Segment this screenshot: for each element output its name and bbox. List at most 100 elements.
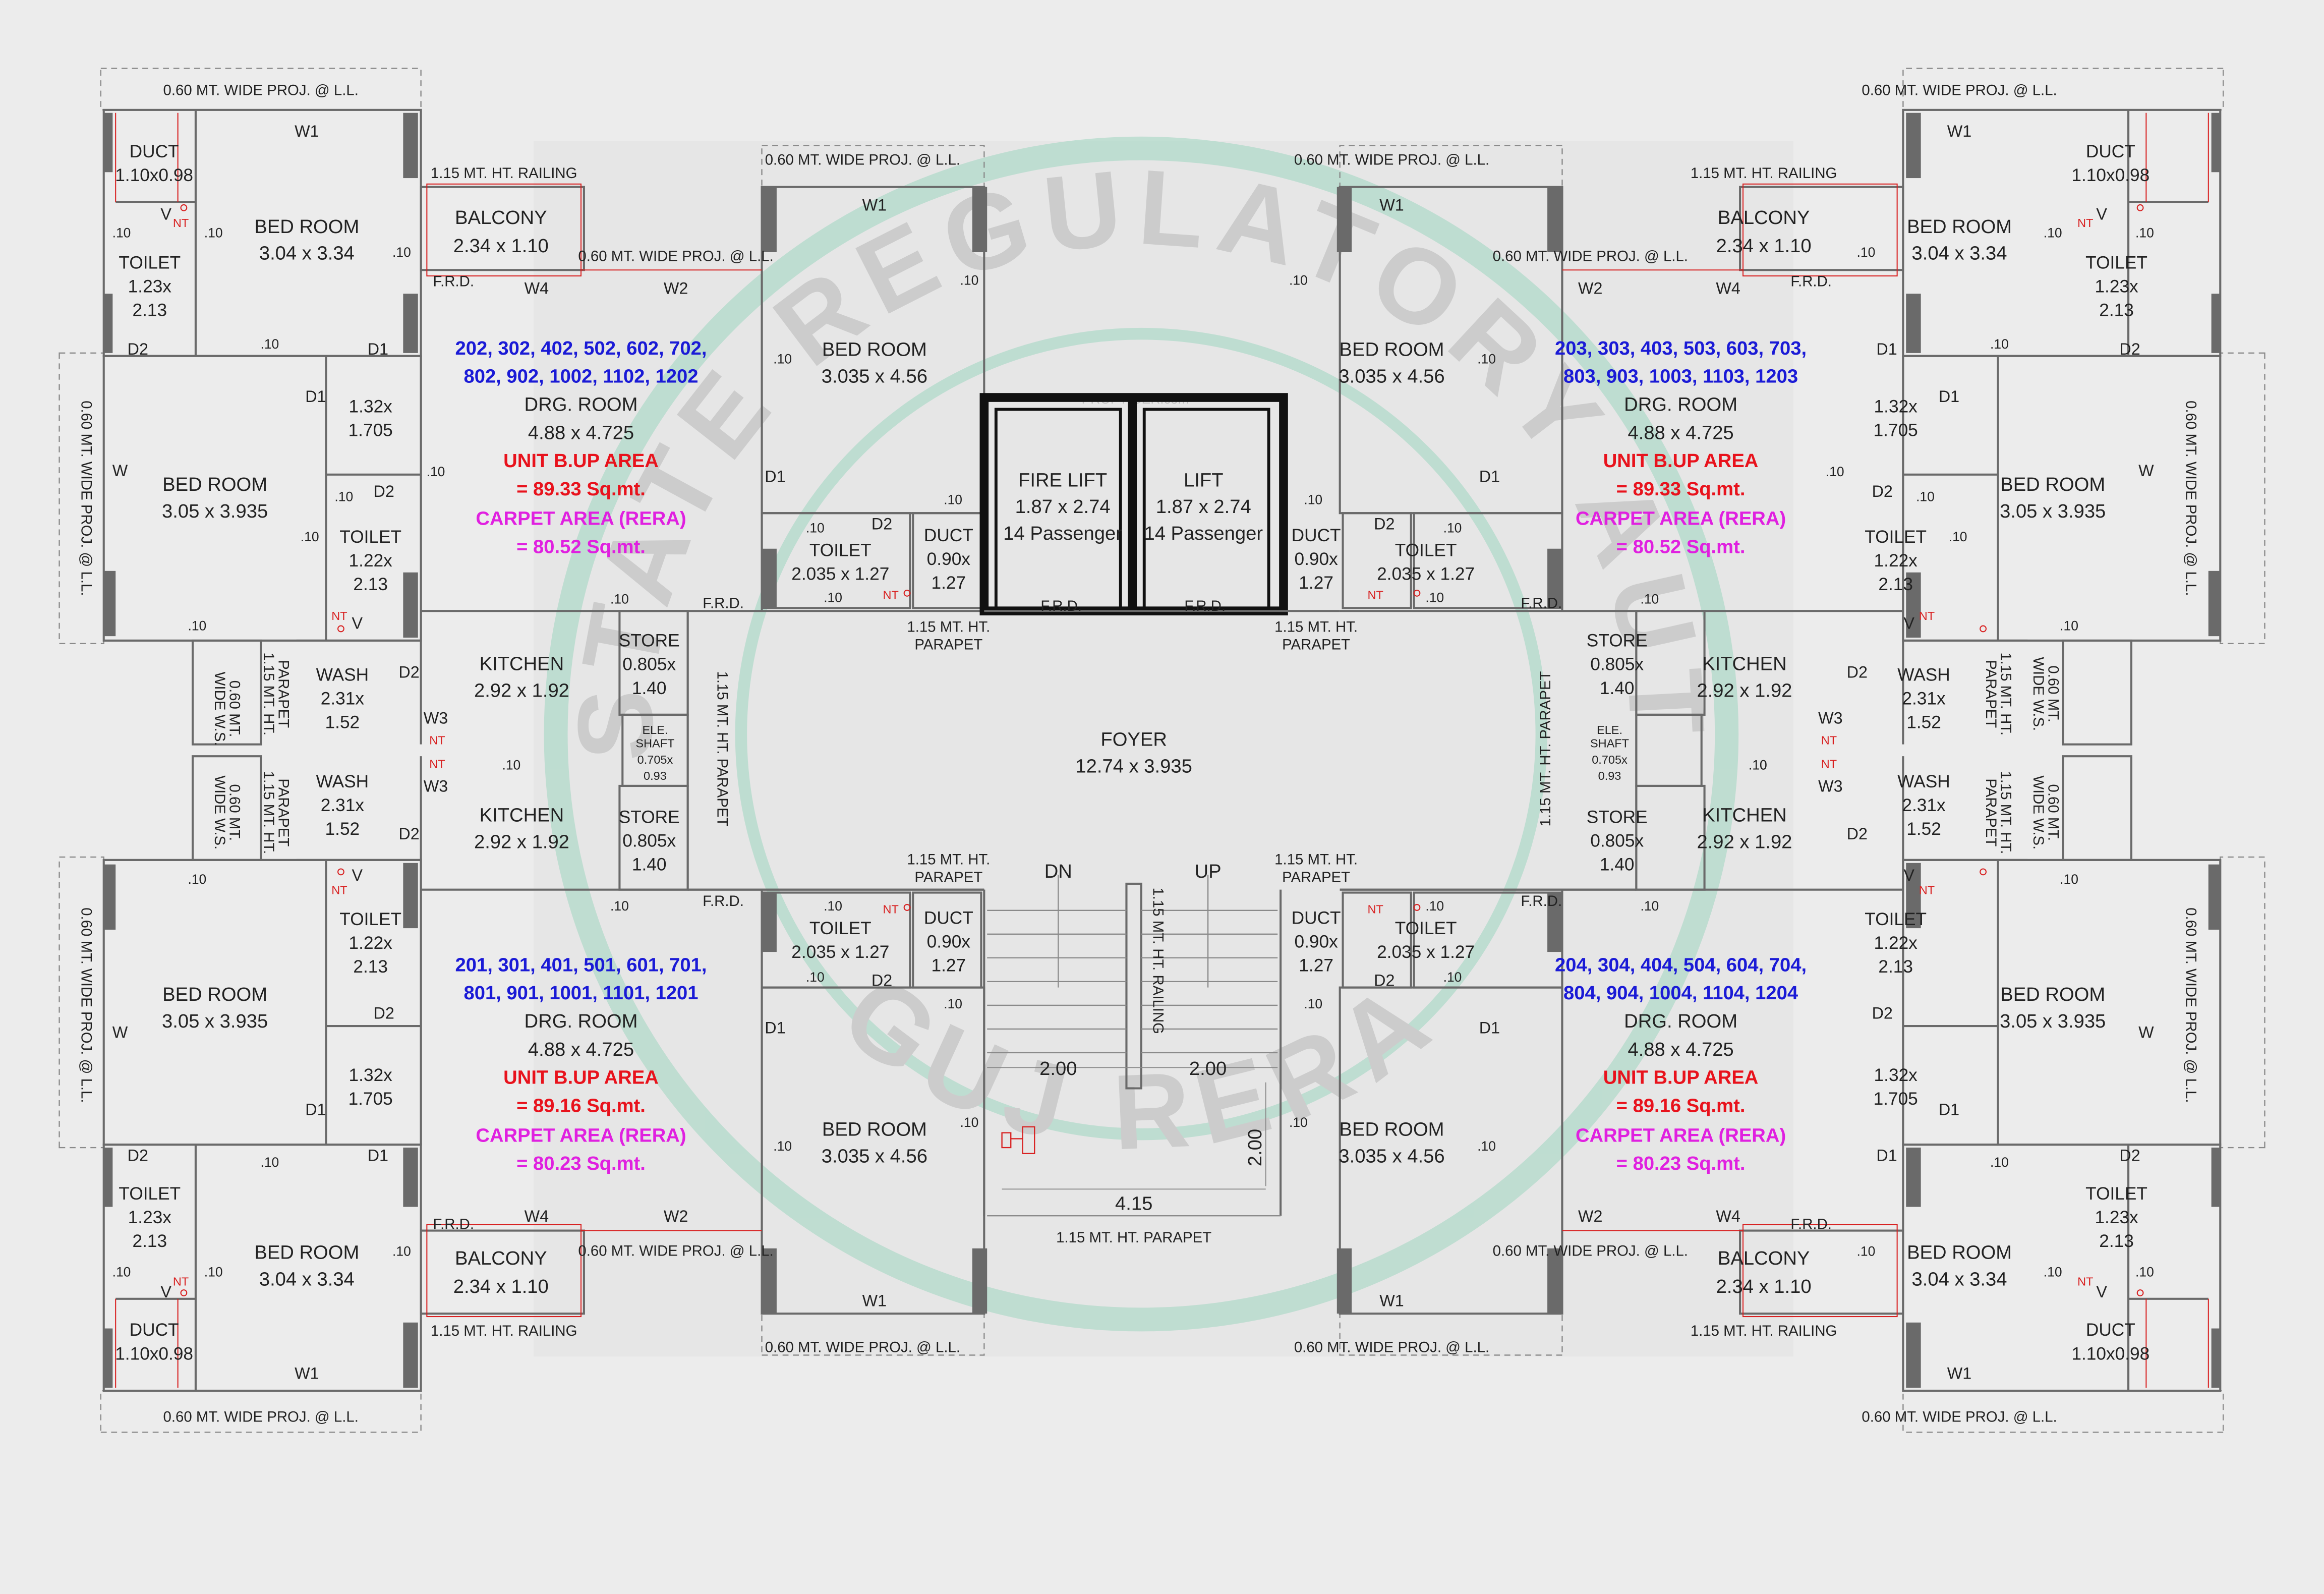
drg-room-tl: DRG. ROOM (525, 393, 638, 415)
lift-size: 1.87 x 2.74 (1156, 496, 1251, 518)
toilet-side-bl-l2: 2.13 (353, 957, 388, 977)
frd-core-bl: F.R.D. (703, 893, 744, 909)
bed-inner-bl: BED ROOM (822, 1119, 927, 1141)
foyer-size: 12.74 x 3.935 (1075, 756, 1192, 777)
bed-inner-br: BED ROOM (1340, 1119, 1444, 1141)
lift-label: LIFT (1184, 469, 1224, 491)
door-d2-br-b: D2 (1872, 1004, 1893, 1022)
toilet-side-tl-l2: 2.13 (353, 575, 388, 594)
toilet-corner-tr-l2: 2.13 (2099, 300, 2134, 320)
railing-tr: 1.15 MT. HT. RAILING (1691, 165, 1837, 182)
nt-br-c: NT (1368, 903, 1383, 916)
win-w1-inner-bl: W1 (862, 1291, 887, 1310)
toilet-corner-tr-l1: 1.23x (2095, 276, 2138, 296)
ten-20: .10 (1826, 464, 1844, 479)
carpet-label-bl: CARPET AREA (RERA) (476, 1124, 686, 1146)
wash-tl-l1: 2.31x (321, 689, 365, 708)
unit-numbers-tl-1: 202, 302, 402, 502, 602, 702, (455, 337, 707, 359)
nt-br-d: NT (1821, 758, 1837, 771)
proj-top-right: 0.60 MT. WIDE PROJ. @ L.L. (1862, 82, 2057, 98)
ten-13: .10 (944, 492, 962, 507)
win-w2-tl: W2 (664, 279, 688, 297)
parapet-bl-l2: PARAPET (914, 869, 982, 886)
par-bl-l2: PARAPET (275, 778, 292, 846)
drg-size-br: 4.88 x 4.725 (1628, 1039, 1733, 1060)
win-w-br: W (2138, 1023, 2154, 1042)
core-parapet-right: 1.15 MT. HT. PARAPET (1537, 671, 1554, 826)
parapet-tl-l2: PARAPET (914, 637, 982, 653)
door-d1-tl-b: D1 (305, 387, 326, 406)
vent-v-bl: V (352, 866, 363, 884)
toilet-side-tl: TOILET (339, 527, 401, 547)
railing-br: 1.15 MT. HT. RAILING (1691, 1323, 1837, 1339)
proj-top-left: 0.60 MT. WIDE PROJ. @ L.L. (163, 82, 359, 98)
store-tl-l2: 1.40 (632, 678, 667, 698)
fire-lift-capacity: 14 Passenger (1003, 523, 1122, 544)
toilet-side-tr: TOILET (1865, 527, 1927, 547)
toilet-side-tl-l1: 1.22x (349, 551, 393, 571)
passage-tl-l2: 1.705 (348, 420, 393, 440)
win-w1-br: W1 (1947, 1364, 1971, 1382)
toilet-inner-br-size: 2.035 x 1.27 (1377, 942, 1475, 962)
bed-side-tl-size: 3.05 x 3.935 (162, 500, 268, 522)
parapet-tr-l2: PARAPET (1282, 637, 1350, 653)
ws-br-l2: WIDE W.S. (2030, 775, 2047, 849)
toilet-side-bl: TOILET (339, 909, 401, 929)
door-d1-tr-b: D1 (1939, 387, 1959, 406)
balcony-tr-size: 2.34 x 1.10 (1716, 235, 1812, 257)
ten-14: .10 (806, 520, 825, 535)
win-w4-bl: W4 (525, 1207, 549, 1225)
proj-side-tr: 0.60 MT. WIDE PROJ. @ L.L. (2183, 401, 2199, 596)
door-d2-tl-b: D2 (373, 482, 394, 500)
bed-corner-tl-size: 3.04 x 3.34 (259, 243, 355, 264)
ten-37: .10 (960, 1115, 979, 1130)
vent-v-tr: V (1903, 614, 1914, 632)
toilet-inner-tl: TOILET (809, 540, 872, 560)
ten-17: .10 (1857, 245, 1876, 260)
passage-bl-l2: 1.705 (348, 1089, 393, 1109)
bed-side-br-size: 3.05 x 3.935 (2000, 1010, 2106, 1032)
nt-tr-c: NT (1368, 589, 1383, 602)
ten-52: .10 (1443, 970, 1462, 985)
stair-down-label: DN (1044, 861, 1072, 882)
duct-inner-tr-l1: 0.90x (1295, 549, 1339, 569)
bed-corner-br-size: 3.04 x 3.34 (1912, 1268, 2007, 1290)
toilet-corner-tl: TOILET (119, 253, 181, 272)
balcony-tl: BALCONY (455, 207, 547, 229)
ten-7: .10 (301, 529, 319, 544)
ten-45: .10 (2135, 1265, 2154, 1280)
drg-size-bl: 4.88 x 4.725 (528, 1039, 634, 1060)
win-w1-inner-br: W1 (1379, 1291, 1404, 1310)
ws-tr-l2: WIDE W.S. (2030, 657, 2047, 731)
ten-27: .10 (1477, 351, 1496, 366)
bed-side-tl: BED ROOM (162, 474, 267, 495)
balcony-bl-size: 2.34 x 1.10 (453, 1276, 549, 1297)
ten-41: .10 (806, 970, 825, 985)
door-d2-tr-e: D2 (1374, 515, 1395, 533)
drg-size-tr: 4.88 x 4.725 (1628, 422, 1733, 443)
proj-side-bl: 0.60 MT. WIDE PROJ. @ L.L. (78, 907, 95, 1103)
store-tl: STORE (619, 631, 680, 651)
proj-balc-br: 0.60 MT. WIDE PROJ. @ L.L. (1493, 1243, 1688, 1260)
toilet-side-tr-l2: 2.13 (1878, 575, 1913, 594)
bed-inner-tr-size: 3.035 x 4.56 (1339, 366, 1444, 387)
vent-v-corner-bl: V (160, 1283, 171, 1301)
vent-v-corner-br: V (2096, 1283, 2107, 1301)
wash-tr-l2: 1.52 (1906, 712, 1941, 732)
foyer-label: FOYER (1100, 729, 1167, 751)
nt-tr-a: NT (2077, 216, 2093, 230)
railing-bl: 1.15 MT. HT. RAILING (431, 1323, 577, 1339)
passage-tl-l1: 1.32x (349, 396, 393, 416)
win-w1-tl: W1 (295, 122, 319, 140)
ws-tl-l2: WIDE W.S. (211, 672, 228, 746)
unit-numbers-tr-1: 203, 303, 403, 503, 603, 703, (1555, 337, 1807, 359)
toilet-corner-br-l2: 2.13 (2099, 1231, 2134, 1251)
bup-label-bl: UNIT B.UP AREA (503, 1067, 659, 1089)
proj-inner-bl: 0.60 MT. WIDE PROJ. @ L.L. (765, 1339, 960, 1356)
door-d1-bl-a: D1 (368, 1146, 388, 1164)
door-d2-tl-c: D2 (398, 663, 419, 681)
proj-balc-tr: 0.60 MT. WIDE PROJ. @ L.L. (1493, 248, 1688, 265)
door-d1-tr-a: D1 (1876, 340, 1897, 358)
ten-15: .10 (824, 590, 842, 605)
stair-width-right: 2.00 (1189, 1058, 1227, 1079)
